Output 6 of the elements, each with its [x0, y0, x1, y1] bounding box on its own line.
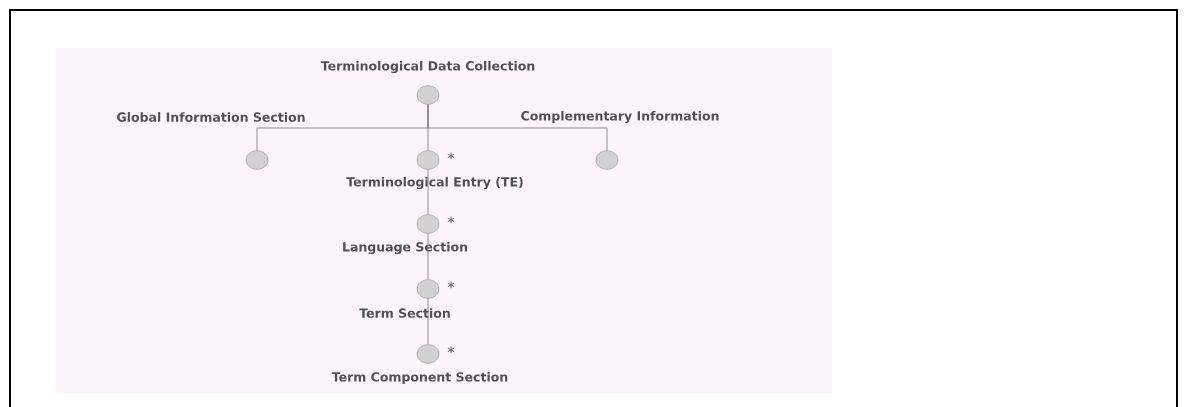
node-label: Term Section — [358, 307, 452, 319]
asterisk: * — [447, 346, 455, 354]
node-label: Global Information Section — [115, 111, 307, 123]
asterisk: * — [447, 152, 455, 160]
asterisk: * — [447, 216, 455, 224]
asterisk: * — [447, 281, 455, 289]
